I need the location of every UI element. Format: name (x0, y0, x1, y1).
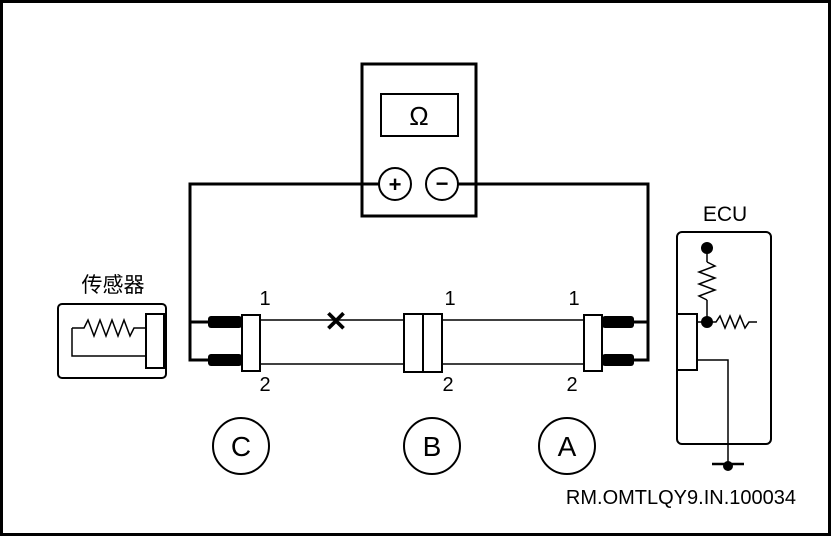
positive-test-lead (188, 182, 379, 324)
pin-label-a1: 1 (568, 288, 579, 310)
test-leads (188, 182, 650, 362)
ecu-pullup-resistor-icon (696, 261, 718, 301)
probe-tips (208, 316, 634, 366)
connector-a (583, 314, 603, 372)
sensor-label: 传感器 (82, 274, 145, 297)
connector-c (241, 314, 261, 372)
pin-label-c1: 1 (259, 288, 270, 310)
open-circuit-mark: ✕ (324, 306, 347, 337)
negative-test-lead (458, 182, 650, 324)
positive-terminal-label: + (389, 172, 402, 197)
sensor-connector (145, 313, 165, 369)
connector-a-label: A (558, 431, 577, 462)
connector-b-label: B (423, 431, 442, 462)
connector-a-badge (538, 417, 596, 475)
sensor: 传感器 (57, 274, 167, 379)
probe-tip-a1 (602, 316, 634, 328)
pin-label-a2: 2 (566, 374, 577, 396)
ohm-symbol: Ω (409, 101, 428, 131)
ohmmeter-body (360, 62, 478, 218)
ecu-input-resistor-icon (707, 314, 757, 330)
pin-label-b1: 1 (444, 288, 455, 310)
ecu-connector (676, 313, 698, 371)
pin-label-c2: 2 (259, 374, 270, 396)
pin-label-b2: 2 (442, 374, 453, 396)
sensor-resistor-icon (72, 317, 146, 339)
connector-c-badge (212, 417, 270, 475)
probe-tip-a2 (602, 354, 634, 366)
ecu-ground-node-icon (723, 461, 733, 471)
ecu-ground-wire (697, 359, 729, 464)
negative-terminal-label: − (436, 171, 449, 196)
connector-b-badge (403, 417, 461, 475)
ecu: ECU (676, 203, 772, 471)
negative-test-lead-branch (632, 322, 650, 362)
connector-identifiers: C B A (212, 417, 596, 475)
sensor-housing (57, 303, 167, 379)
probe-tip-c1 (208, 316, 242, 328)
connector-c-label: C (231, 431, 251, 462)
ohmmeter-display (380, 93, 459, 137)
ecu-label: ECU (703, 203, 747, 226)
harness-wires (260, 319, 584, 365)
positive-test-lead-branch (188, 322, 212, 362)
reference-code: RM.OMTLQY9.IN.100034 (566, 487, 796, 509)
probe-tip-c2 (208, 354, 242, 366)
ohmmeter: Ω + − (360, 62, 478, 218)
sensor-return-wire (71, 328, 146, 357)
